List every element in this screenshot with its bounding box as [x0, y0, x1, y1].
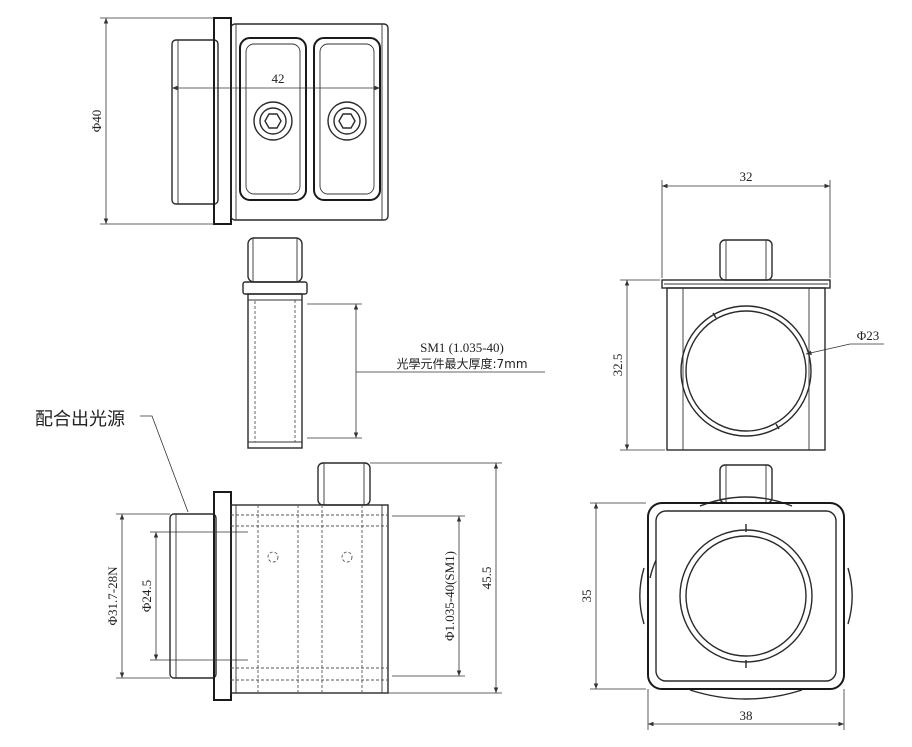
dim-thread-31-7-label: Φ31.7-28N — [105, 566, 120, 626]
side-view: 配合出光源 Φ31.7-28N Φ24.5 Φ1.035-40(SM1) 45.… — [35, 409, 502, 701]
front-view: 32 32.5 Φ23 — [610, 169, 884, 451]
light-source-fit-label: 配合出光源 — [35, 409, 125, 430]
retaining-ring-view: SM1 (1.035-40) 光學元件最大厚度:7mm — [242, 237, 545, 449]
dim-thread-sm1-label: Φ1.035-40(SM1) — [442, 551, 457, 641]
dim-35-label: 35 — [579, 590, 594, 603]
dim-diameter-24-5-label: Φ24.5 — [139, 580, 154, 612]
dim-42-label: 42 — [272, 71, 285, 86]
sm1-spec-label: SM1 (1.035-40) — [420, 340, 504, 355]
dim-32-5-label: 32.5 — [610, 354, 625, 377]
hex-screw-icon — [253, 101, 293, 141]
max-thickness-label: 光學元件最大厚度:7mm — [396, 356, 527, 371]
dim-32-label: 32 — [740, 169, 753, 184]
hex-screw-icon — [327, 101, 367, 141]
dim-38-label: 38 — [740, 708, 753, 723]
dim-diameter-40-label: Φ40 — [89, 110, 104, 133]
top-view: 42 Φ40 — [89, 17, 389, 225]
dim-45-5-label: 45.5 — [479, 567, 494, 590]
back-view: 35 38 — [579, 464, 853, 730]
dim-diameter-23-label: Φ23 — [857, 328, 880, 343]
